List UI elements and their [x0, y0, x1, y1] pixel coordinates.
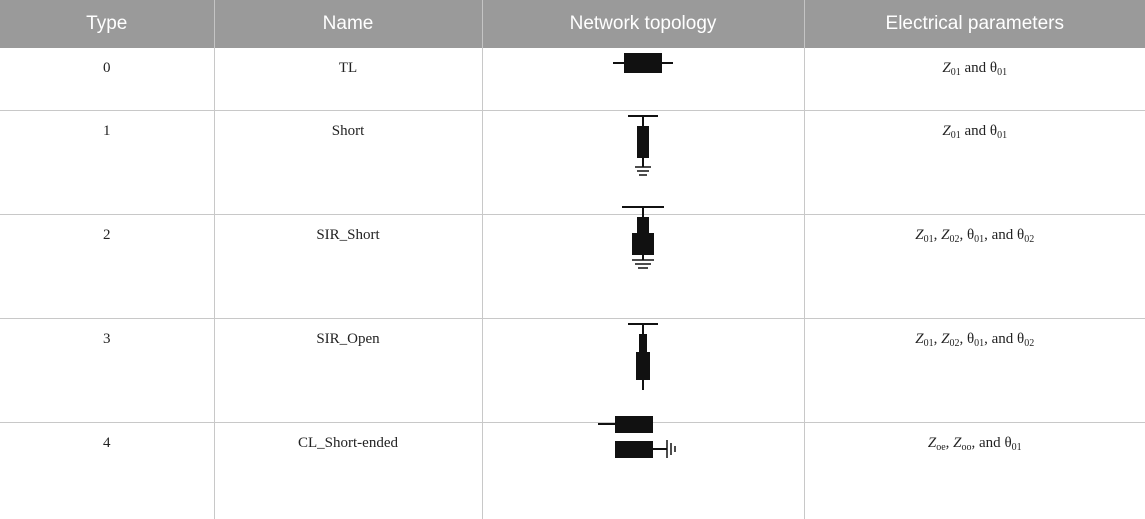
- param-symbol: θ: [1004, 435, 1011, 451]
- header-name: Name: [214, 0, 482, 48]
- param-subscript: 01: [1012, 442, 1022, 453]
- cell-type: 1: [0, 111, 214, 215]
- param-subscript: 02: [949, 234, 959, 245]
- param-symbol: Z: [953, 435, 961, 451]
- param-subscript: 01: [974, 234, 984, 245]
- header-electrical-parameters: Electrical parameters: [804, 0, 1145, 48]
- param-separator: , and: [984, 331, 1017, 347]
- cell-params: Z01 and θ01: [804, 48, 1145, 111]
- table-row: 1 Short Z01 and θ01: [0, 111, 1145, 215]
- param-separator: ,: [959, 331, 967, 347]
- param-separator: and: [961, 123, 990, 139]
- param-separator: , and: [984, 227, 1017, 243]
- param-subscript: 01: [924, 338, 934, 349]
- cell-name: TL: [214, 48, 482, 111]
- cell-params: Z01 and θ01: [804, 111, 1145, 215]
- cell-name: SIR_Open: [214, 319, 482, 423]
- cell-type: 3: [0, 319, 214, 423]
- sir-short-stub-icon: [618, 205, 668, 275]
- short-stub-icon: [623, 114, 663, 184]
- header-type: Type: [0, 0, 214, 48]
- cell-params: Z01, Z02, θ01, and θ02: [804, 215, 1145, 319]
- param-subscript: 02: [1024, 338, 1034, 349]
- cell-params: Zoe, Zoo, and θ01: [804, 423, 1145, 519]
- cell-name: CL_Short-ended: [214, 423, 482, 519]
- param-separator: and: [961, 60, 990, 76]
- cell-name: Short: [214, 111, 482, 215]
- cell-topology: [482, 215, 804, 319]
- cell-name: SIR_Short: [214, 215, 482, 319]
- cell-type: 4: [0, 423, 214, 519]
- header-topology: Network topology: [482, 0, 804, 48]
- param-subscript: oe: [936, 442, 945, 453]
- param-separator: , and: [972, 435, 1005, 451]
- cell-topology: [482, 48, 804, 111]
- cell-type: 2: [0, 215, 214, 319]
- table-row: 4 CL_Short-ended Zoe, Zoo, and θ01: [0, 423, 1145, 519]
- param-separator: ,: [934, 227, 942, 243]
- param-subscript: 01: [924, 234, 934, 245]
- param-subscript: 02: [1024, 234, 1034, 245]
- param-subscript: oo: [962, 442, 972, 453]
- param-symbol: Z: [942, 123, 950, 139]
- header-row: Type Name Network topology Electrical pa…: [0, 0, 1145, 48]
- cell-topology: [482, 423, 804, 519]
- cell-params: Z01, Z02, θ01, and θ02: [804, 319, 1145, 423]
- sir-open-stub-icon: [623, 322, 663, 392]
- param-symbol: Z: [915, 331, 923, 347]
- table-row: 2 SIR_Short Z01, Z02, θ01, and θ02: [0, 215, 1145, 319]
- param-separator: ,: [934, 331, 942, 347]
- tl-line-icon: [603, 48, 683, 78]
- cell-topology: [482, 111, 804, 215]
- param-subscript: 02: [949, 338, 959, 349]
- cell-topology: [482, 319, 804, 423]
- coupled-line-short-icon: [593, 414, 693, 464]
- table-row: 0 TL Z01 and θ01: [0, 48, 1145, 111]
- param-subscript: 01: [951, 130, 961, 141]
- param-subscript: 01: [997, 130, 1007, 141]
- param-symbol: Z: [942, 60, 950, 76]
- cell-type: 0: [0, 48, 214, 111]
- param-subscript: 01: [974, 338, 984, 349]
- param-symbol: Z: [928, 435, 936, 451]
- param-subscript: 01: [997, 67, 1007, 78]
- param-symbol: Z: [915, 227, 923, 243]
- param-separator: ,: [959, 227, 967, 243]
- param-subscript: 01: [951, 67, 961, 78]
- table-row: 3 SIR_Open Z01, Z02, θ01, and θ02: [0, 319, 1145, 423]
